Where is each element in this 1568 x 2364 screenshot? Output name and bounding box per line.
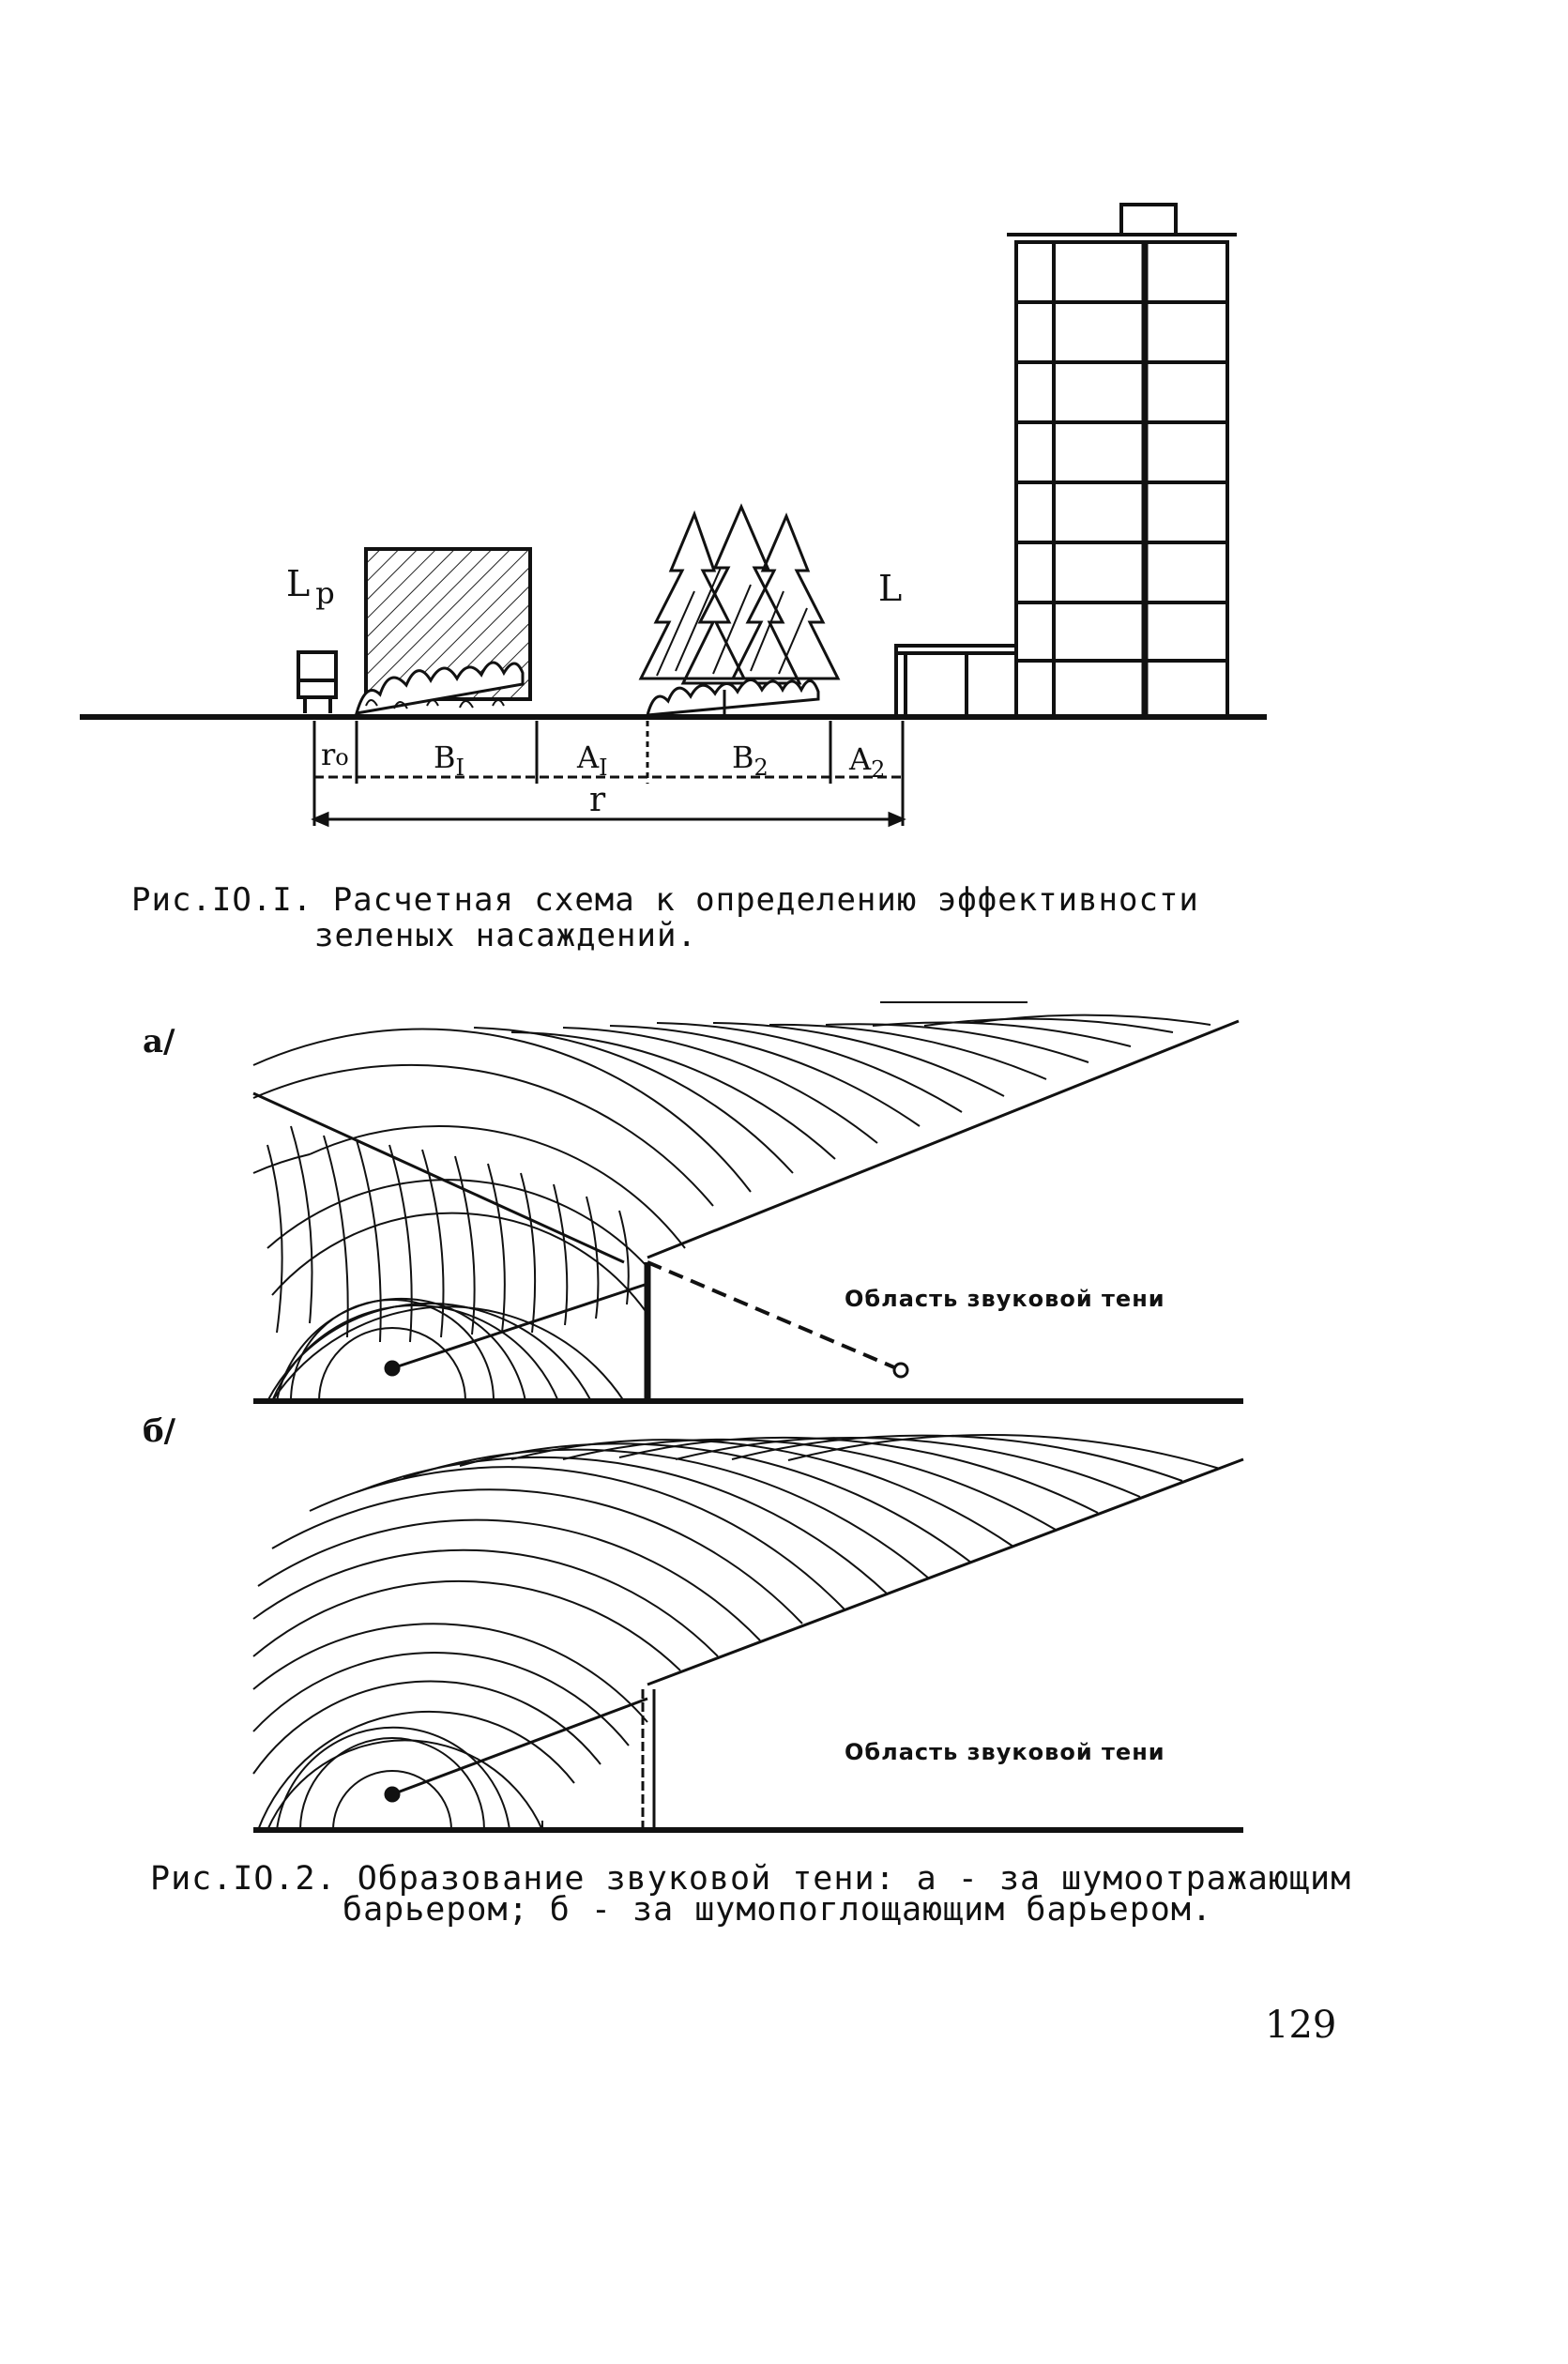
panel-b-diagram <box>252 1434 1244 1833</box>
label-lp-sub: p <box>315 575 335 611</box>
label-r0-sub: o <box>335 744 349 770</box>
shadow-zone-label-b: Область звуковой тени <box>845 1739 1165 1765</box>
label-a1-sub: I <box>599 755 608 781</box>
panel-a-label: а/ <box>143 1023 175 1060</box>
page-number: 129 <box>1265 2004 1337 2047</box>
image-source-dot-a <box>892 1362 909 1379</box>
label-l: L <box>878 568 903 609</box>
panel-b-label: б/ <box>143 1412 176 1450</box>
label-a2: A2 <box>849 741 886 783</box>
label-b1-sub: I <box>455 755 464 781</box>
figure-2-caption-line-2: барьером; б - за шумопоглощающим барьеро… <box>343 1891 1213 1929</box>
tree-group-b2 <box>638 503 841 717</box>
tall-building <box>1007 203 1237 719</box>
annex-building <box>894 644 1018 719</box>
shrub-block-b1 <box>354 547 532 715</box>
shadow-zone-label-a: Область звуковой тени <box>845 1286 1165 1312</box>
vehicle-icon <box>297 650 338 713</box>
label-r0: ro <box>321 737 349 772</box>
label-a1: AI <box>577 740 608 781</box>
figure-2-caption-line-1: Рис.IO.2. Образование звуковой тени: а -… <box>150 1860 1352 1898</box>
panel-a-diagram <box>252 1001 1243 1404</box>
dimension-lines <box>311 721 906 828</box>
source-dot-a <box>384 1360 401 1377</box>
source-dot-b <box>384 1786 401 1803</box>
label-r: r <box>589 781 606 819</box>
label-b1: BI <box>434 740 464 781</box>
label-b2-sub: 2 <box>754 755 769 781</box>
label-a2-sub: 2 <box>871 756 886 783</box>
figure-1-caption-line-1: Рис.IO.I. Расчетная схема к определению … <box>131 881 1199 919</box>
figure-1-caption-line-2: зеленых насаждений. <box>314 917 697 954</box>
label-b2: B2 <box>732 740 769 781</box>
